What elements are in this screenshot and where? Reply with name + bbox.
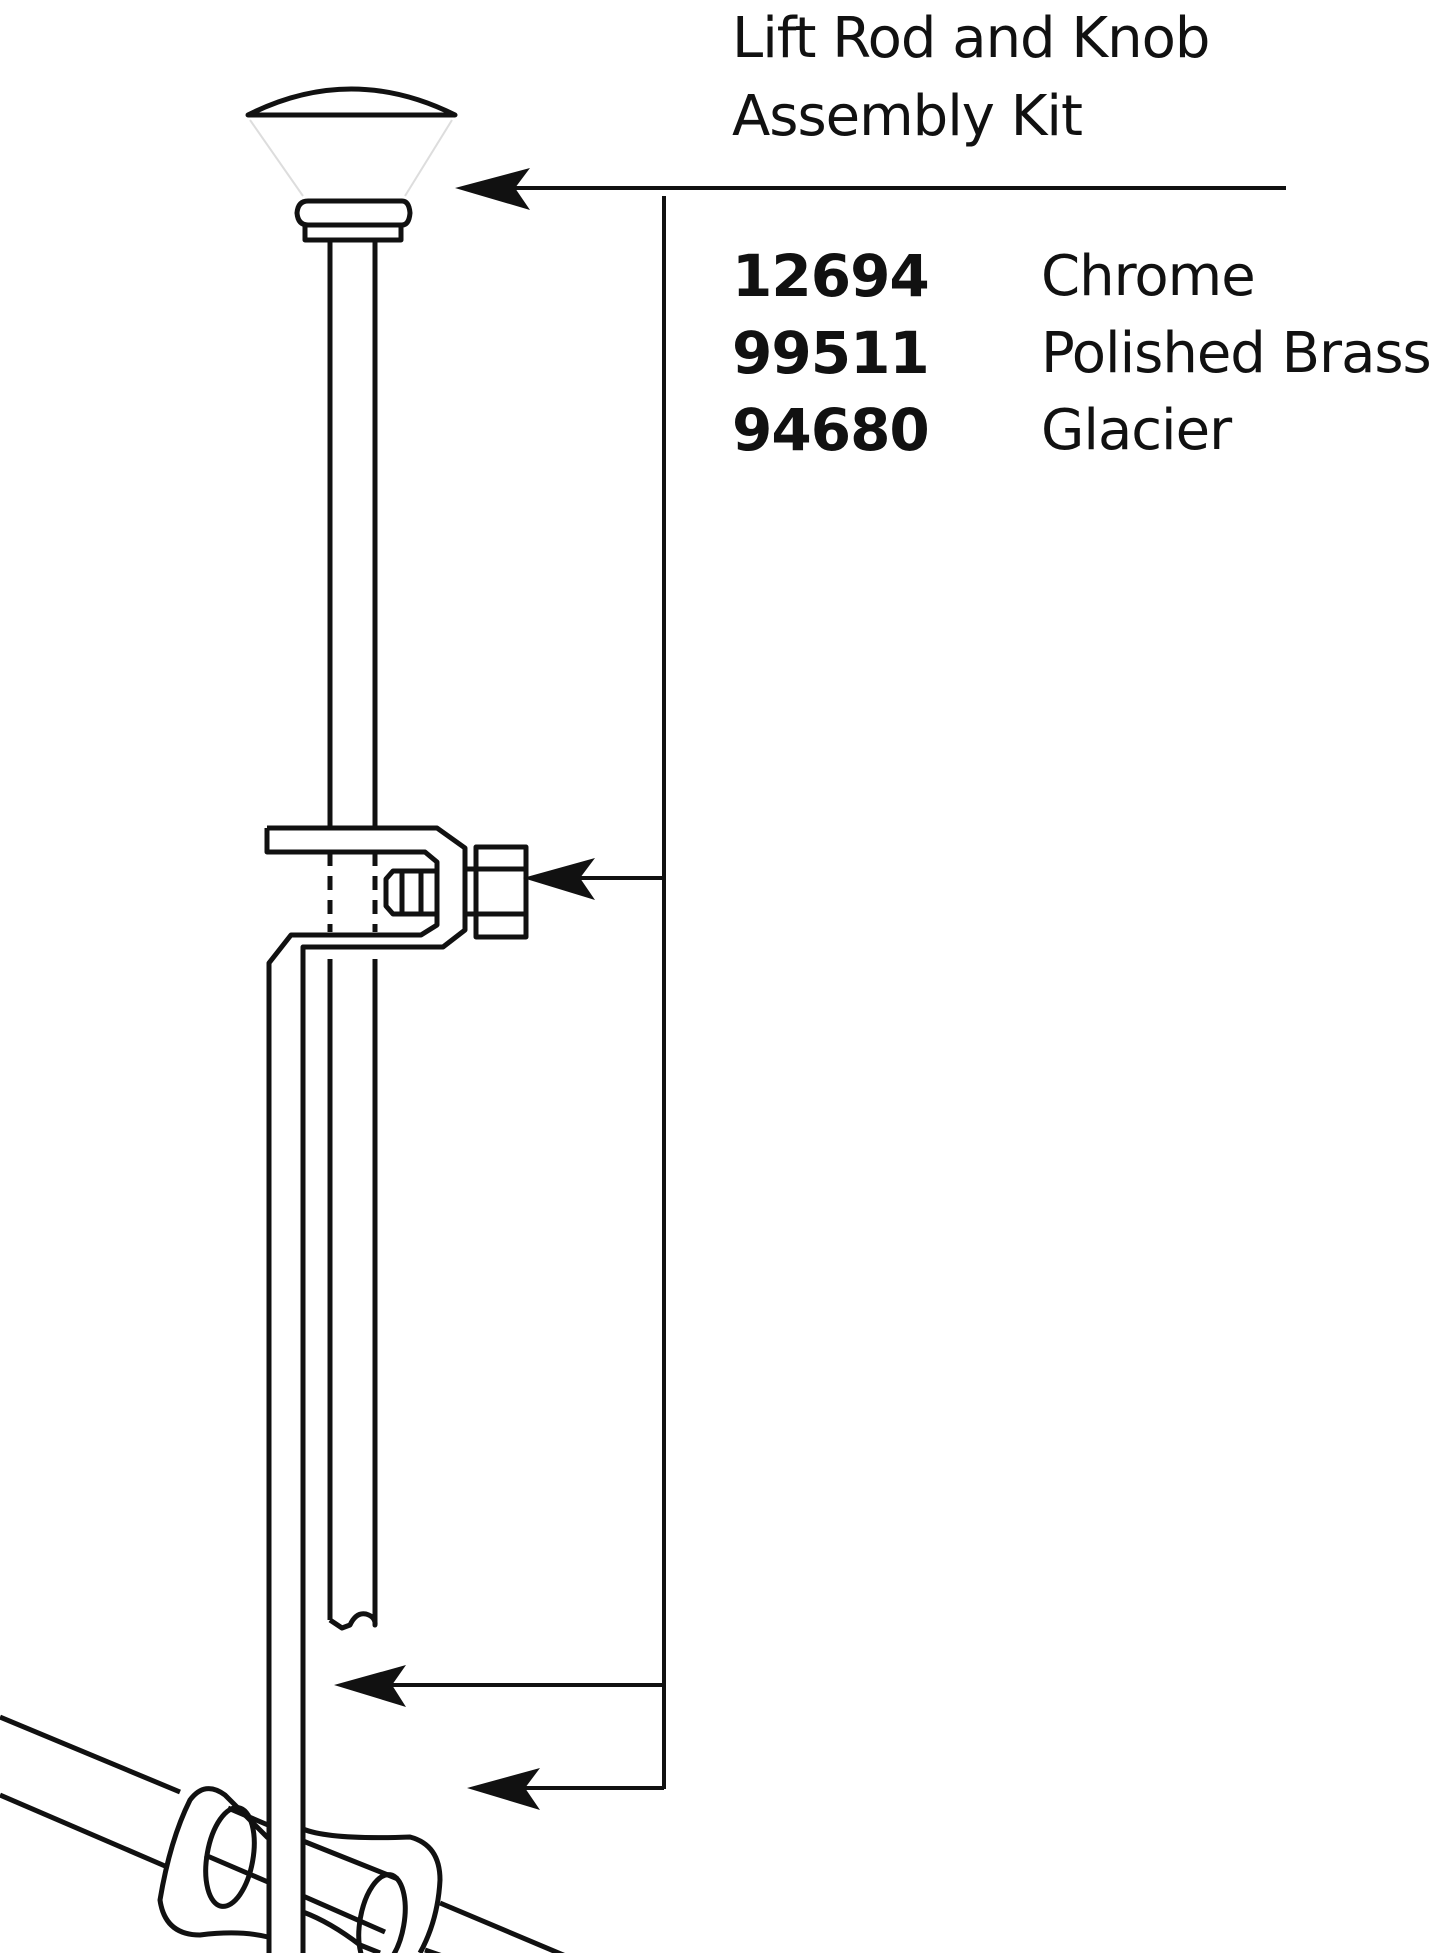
part-number: 12694 <box>732 242 930 310</box>
clevis-nut-icon <box>462 844 529 940</box>
part-finish: Glacier <box>1041 398 1232 463</box>
lift-rod-icon <box>327 240 378 1631</box>
callout-bracket <box>334 168 1286 1810</box>
arrow-left-icon <box>334 1665 406 1707</box>
part-number: 94680 <box>732 396 930 464</box>
arrow-left-icon <box>455 168 530 210</box>
part-finish: Polished Brass <box>1041 321 1432 386</box>
kit-title-line2: Assembly Kit <box>732 84 1083 149</box>
part-finish: Chrome <box>1041 244 1256 309</box>
part-number: 99511 <box>732 319 930 387</box>
pivot-rod-clip-icon <box>0 1714 566 1953</box>
kit-title: Lift Rod and Knob Assembly Kit <box>732 0 1210 156</box>
clevis-strap-icon <box>264 825 468 1953</box>
arrow-left-icon <box>467 1768 540 1810</box>
arrow-left-icon <box>523 858 595 900</box>
kit-title-line1: Lift Rod and Knob <box>732 6 1210 71</box>
knob-icon <box>245 86 458 243</box>
